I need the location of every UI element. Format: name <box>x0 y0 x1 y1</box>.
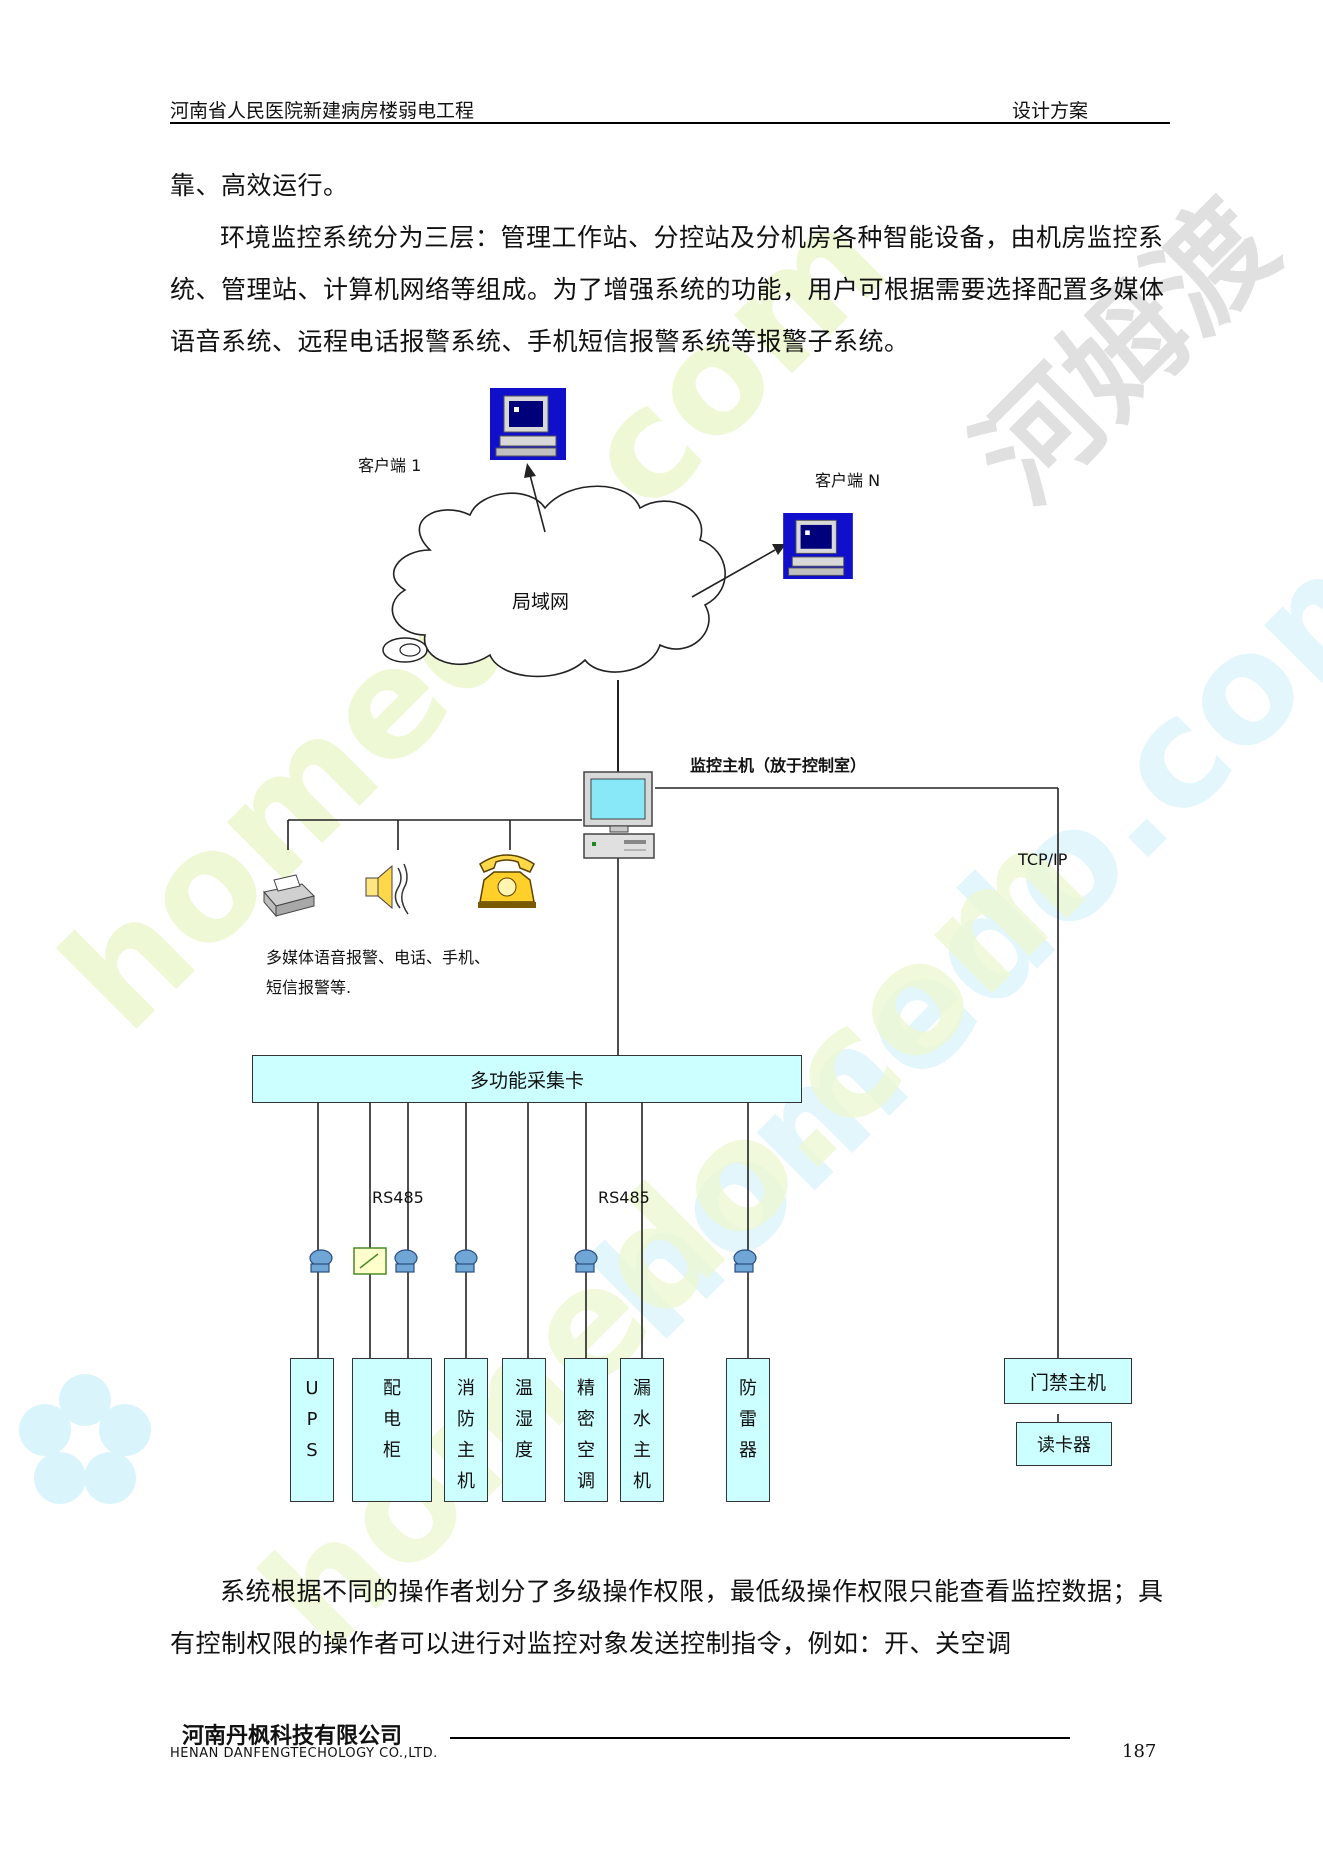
paragraph-env-monitoring: 环境监控系统分为三层：管理工作站、分控站及分机房各种智能设备，由机房监控系统、管… <box>170 223 1165 356</box>
host-label: 监控主机（放于控制室） <box>690 756 867 775</box>
header-section: 设计方案 <box>1012 100 1089 122</box>
device-ac-char: 精 <box>577 1378 595 1399</box>
acquisition-card-label: 多功能采集卡 <box>469 1069 584 1092</box>
alarm-label-line2: 短信报警等. <box>266 978 352 997</box>
device-precision-ac: 精 密 空 调 <box>564 1358 608 1502</box>
lan-label: 局域网 <box>512 591 570 613</box>
acquisition-card: 多功能采集卡 <box>252 1055 802 1103</box>
device-ups-char: S <box>306 1440 318 1461</box>
client1-label: 客户端 1 <box>358 456 422 475</box>
device-power-char: 柜 <box>383 1440 401 1461</box>
access-control-host: 门禁主机 <box>1004 1358 1132 1404</box>
alarm-label-line1: 多媒体语音报警、电话、手机、 <box>266 948 491 967</box>
footer-company: 河南丹枫科技有限公司 <box>182 1724 403 1749</box>
header-rule <box>170 122 1170 124</box>
device-lightning-arrester: 防 雷 器 <box>726 1358 770 1502</box>
system-diagram: 客户端 1 客户端 N 局域网 监控主机（放于控制室） TCP/IP <box>0 380 1323 1520</box>
device-power-cabinet: 配 电 柜 <box>352 1358 432 1502</box>
device-leak-char: 机 <box>633 1471 651 1492</box>
paragraph-continued: 靠、高效运行。 <box>170 171 349 200</box>
device-lightning-char: 器 <box>739 1440 757 1461</box>
paragraph-permissions: 系统根据不同的操作者划分了多级操作权限，最低级操作权限只能查看监控数据；具有控制… <box>170 1577 1164 1658</box>
card-reader: 读卡器 <box>1016 1422 1112 1466</box>
device-fire-host: 消 防 主 机 <box>444 1358 488 1502</box>
device-ups: U P S <box>290 1358 334 1502</box>
speaker-icon <box>365 863 409 915</box>
header-title: 河南省人民医院新建病房楼弱电工程 <box>170 100 475 122</box>
watermark-flower-icon <box>19 1374 151 1504</box>
footer-company-en: HENAN DANFENGTECHOLOGY CO.,LTD. <box>170 1746 438 1761</box>
telephone-icon <box>478 854 536 908</box>
device-leak-char: 水 <box>633 1409 651 1430</box>
sensor-icons <box>309 1249 757 1273</box>
body-text-bottom: 系统根据不同的操作者划分了多级操作权限，最低级操作权限只能查看监控数据；具有控制… <box>170 1566 1170 1670</box>
device-leak-char: 主 <box>633 1440 651 1461</box>
clientN-computer-icon <box>783 513 853 579</box>
device-ups-char: P <box>306 1409 318 1430</box>
device-fire-char: 消 <box>457 1378 475 1399</box>
device-temp-char: 湿 <box>515 1409 533 1430</box>
device-lightning-char: 雷 <box>739 1409 757 1430</box>
page-number: 187 <box>1122 1741 1157 1762</box>
rs485-label-b: RS485 <box>598 1188 650 1207</box>
device-leak-host: 漏 水 主 机 <box>620 1358 664 1502</box>
clientN-label: 客户端 N <box>815 471 881 490</box>
client1-computer-icon <box>490 388 566 460</box>
lan-cloud <box>391 485 726 678</box>
body-text-top: 靠、高效运行。 环境监控系统分为三层：管理工作站、分控站及分机房各种智能设备，由… <box>170 160 1170 368</box>
diagram-lines <box>287 463 1059 1442</box>
device-power-char: 电 <box>383 1409 401 1430</box>
device-fire-char: 主 <box>457 1440 475 1461</box>
device-temp-char: 温 <box>515 1378 533 1399</box>
device-fire-char: 机 <box>457 1471 475 1492</box>
device-ac-char: 调 <box>577 1471 595 1492</box>
device-ac-char: 密 <box>577 1409 595 1430</box>
device-temp-char: 度 <box>515 1440 533 1461</box>
monitoring-host-icon <box>583 771 655 859</box>
access-control-label: 门禁主机 <box>1029 1371 1106 1394</box>
device-leak-char: 漏 <box>633 1378 651 1399</box>
device-temp-humidity: 温 湿 度 <box>502 1358 546 1502</box>
device-fire-char: 防 <box>457 1409 475 1430</box>
footer-rule <box>450 1737 1070 1739</box>
device-ups-char: U <box>305 1378 319 1399</box>
fax-printer-icon <box>263 874 315 918</box>
device-ac-char: 空 <box>577 1440 595 1461</box>
card-reader-label: 读卡器 <box>1037 1435 1091 1456</box>
device-lightning-char: 防 <box>739 1378 757 1399</box>
tcpip-label: TCP/IP <box>1018 850 1068 869</box>
device-power-char: 配 <box>383 1378 401 1399</box>
rs485-label-a: RS485 <box>372 1188 424 1207</box>
